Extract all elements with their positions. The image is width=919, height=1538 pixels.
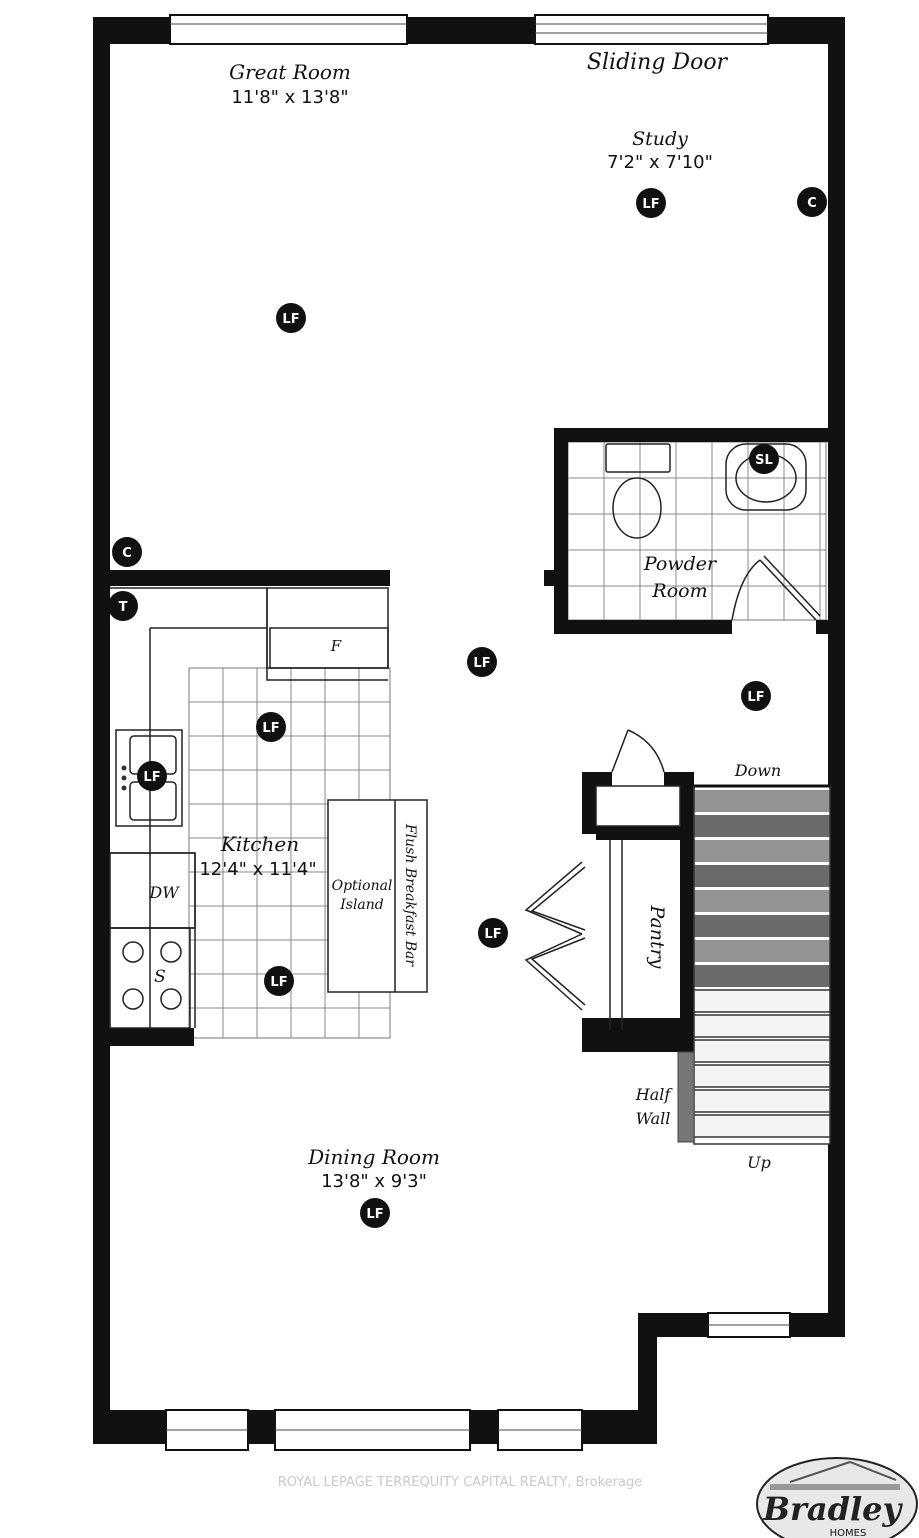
fixture-badges: LF C LF SL C T LF LF LF LF LF LF LF: [108, 187, 827, 1228]
bradley-homes-logo: Bradley HOMES: [756, 1457, 918, 1538]
ceiling-outlet-icon: C: [797, 187, 827, 217]
logo-name: Bradley: [762, 1490, 904, 1528]
kitchen-dims: 12'4" x 11'4": [199, 859, 316, 880]
refrigerator: [266, 587, 389, 669]
kitchen-name: Kitchen: [220, 832, 299, 856]
light-fixture-icon: LF: [264, 966, 294, 996]
svg-text:LF: LF: [270, 975, 287, 990]
powder-room-walls: [544, 428, 845, 634]
staircase: [677, 784, 831, 1145]
light-fixture-icon: LF: [741, 681, 771, 711]
great-room-name: Great Room: [229, 60, 351, 84]
pantry-label: Pantry: [646, 905, 668, 969]
room-labels: Great Room 11'8" x 13'8" Sliding Door St…: [148, 50, 781, 1192]
svg-text:T: T: [119, 600, 128, 615]
great-room-dims: 11'8" x 13'8": [231, 87, 348, 108]
exterior-walls: [93, 17, 845, 1444]
half-wall-line2: Wall: [636, 1109, 671, 1128]
logo-sub: HOMES: [830, 1528, 867, 1538]
powder-room-door: [731, 555, 821, 621]
optional-island-line2: Island: [339, 897, 384, 913]
light-fixture-icon: LF: [636, 188, 666, 218]
stove-label: S: [154, 967, 166, 987]
dining-room-name: Dining Room: [307, 1145, 440, 1169]
windows: [165, 14, 791, 1451]
light-fixture-icon: LF: [360, 1198, 390, 1228]
stairs-up-label: Up: [747, 1153, 771, 1172]
powder-room-line1: Powder: [643, 553, 718, 575]
stairs-down-label: Down: [734, 761, 781, 780]
light-fixture-icon: LF: [467, 647, 497, 677]
thermostat-icon: T: [108, 591, 138, 621]
svg-text:LF: LF: [143, 770, 160, 785]
pantry-walls: [582, 772, 694, 1052]
svg-text:SL: SL: [755, 453, 773, 468]
kitchen-walls: [93, 570, 390, 1046]
light-fixture-icon: LF: [256, 712, 286, 742]
study-dims: 7'2" x 7'10": [607, 152, 713, 173]
optional-island-line1: Optional: [332, 878, 393, 894]
svg-text:LF: LF: [484, 927, 501, 942]
svg-text:LF: LF: [747, 690, 764, 705]
dishwasher-label: DW: [148, 883, 180, 902]
sliding-door-label: Sliding Door: [587, 50, 729, 75]
light-fixture-icon: LF: [276, 303, 306, 333]
sconce-light-icon: SL: [749, 444, 779, 474]
watermark: ROYAL LEPAGE TERREQUITY CAPITAL REALTY, …: [278, 1475, 642, 1490]
svg-text:LF: LF: [366, 1207, 383, 1222]
svg-text:LF: LF: [262, 721, 279, 736]
svg-text:C: C: [807, 196, 817, 211]
svg-text:LF: LF: [473, 656, 490, 671]
half-wall-line1: Half: [635, 1085, 674, 1104]
toilet: [605, 443, 671, 539]
svg-text:C: C: [122, 546, 132, 561]
fridge-label: F: [330, 637, 342, 655]
stove: [109, 927, 191, 1029]
light-fixture-icon: LF: [478, 918, 508, 948]
powder-room-line2: Room: [651, 580, 707, 602]
breakfast-bar-label: Flush Breakfast Bar: [402, 823, 418, 967]
dining-room-dims: 13'8" x 9'3": [321, 1171, 427, 1192]
kitchen-island: [327, 799, 428, 993]
study-name: Study: [632, 128, 688, 150]
svg-text:LF: LF: [282, 312, 299, 327]
ceiling-outlet-icon: C: [112, 537, 142, 567]
light-fixture-icon: LF: [137, 761, 167, 791]
pantry-shelving: [595, 785, 681, 1030]
pantry-bifold-door: [524, 861, 586, 1011]
closet-door: [611, 729, 665, 773]
svg-text:LF: LF: [642, 197, 659, 212]
